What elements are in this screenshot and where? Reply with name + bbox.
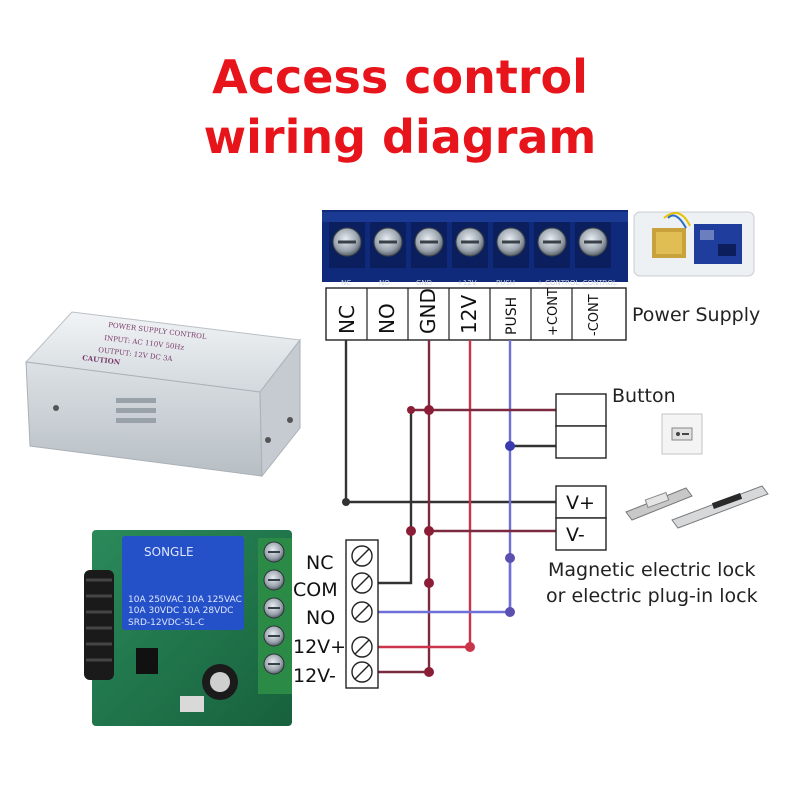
silk-12v: +12V [457, 279, 477, 287]
screw-terminal-icon [263, 653, 285, 675]
power-supply-case-icon: POWER SUPPLY CONTROL INPUT: AC 110V 50Hz… [24, 311, 301, 478]
relay-terminal-no: NO [306, 607, 335, 629]
wire-nc-to-vplus [344, 340, 556, 504]
lock-label-line-2: or electric plug-in lock [546, 585, 758, 607]
strip-label-gnd: GND [416, 288, 440, 334]
silk-gnd: GND [416, 279, 432, 287]
power-supply-label: Power Supply [632, 304, 761, 326]
junction-dot [424, 667, 434, 677]
junction-dot [465, 642, 475, 652]
screw-terminal-icon [263, 541, 285, 563]
lock-label-line-1: Magnetic electric lock [548, 559, 756, 581]
screw-terminal-icon [370, 222, 406, 268]
lock-terminal-vminus: V- [566, 524, 585, 546]
button-label: Button [612, 385, 676, 407]
junction-dot [342, 498, 350, 506]
screw-terminal-icon [351, 572, 373, 594]
relay-model: SRD-12VDC-SL-C [128, 618, 204, 628]
relay-module-icon: SONGLE 10A 250VAC 10A 125VAC 10A 30VDC 1… [84, 530, 292, 726]
junction-dot [406, 526, 416, 536]
access-control-board-icon [633, 211, 755, 277]
strip-label-plus-cont: +CONT [546, 288, 561, 336]
wire-push [358, 340, 512, 614]
strip-label-nc: NC [335, 305, 359, 334]
junctions [342, 405, 515, 677]
exit-button-icon [661, 413, 703, 455]
junction-dot [407, 406, 415, 414]
lock-terminal-vplus: V+ [566, 492, 595, 514]
junction-dot [505, 553, 515, 563]
strip-label-push: PUSH [504, 297, 520, 335]
silk-plus-control: + CONTROL [537, 279, 579, 287]
relay-rating-ac: 10A 250VAC 10A 125VAC [128, 595, 242, 605]
relay-terminal-12vplus: 12V+ [293, 636, 346, 658]
screw-terminal-icon [534, 222, 570, 268]
junction-dot [505, 607, 515, 617]
button-terminal-boxes [555, 393, 607, 459]
junction-dot [424, 526, 434, 536]
screw-terminal-icon [351, 661, 373, 683]
silk-nc: NC [341, 279, 351, 287]
strip-label-minus-cont: -CONT [587, 294, 602, 336]
power-supply-terminal-block: NC NO GND +12V PUSH + CONTROL - CONTROL [322, 210, 628, 287]
relay-brand: SONGLE [144, 545, 194, 559]
screw-terminal-icon [263, 597, 285, 619]
screw-terminal-icon [351, 545, 373, 567]
lock-terminal-boxes: V+ V- [555, 485, 607, 551]
screw-terminal-icon [263, 625, 285, 647]
relay-rating-dc: 10A 30VDC 10A 28VDC [128, 606, 233, 616]
strip-label-no: NO [375, 303, 399, 334]
screw-terminal-icon [575, 222, 611, 268]
screw-terminal-icon [263, 569, 285, 591]
magnetic-lock-icon [625, 485, 769, 529]
power-supply-label-strip: NC NO GND 12V PUSH +CONT -CONT [325, 287, 627, 341]
relay-terminal-com: COM [293, 579, 338, 601]
screw-terminal-icon [411, 222, 447, 268]
junction-dot [505, 441, 515, 451]
screw-terminal-icon [329, 222, 365, 268]
junction-dot [424, 405, 434, 415]
silk-minus-control: - CONTROL [578, 279, 617, 287]
screw-terminal-icon [493, 222, 529, 268]
screw-terminal-icon [452, 222, 488, 268]
title-line-2: wiring diagram [203, 110, 597, 164]
relay-terminal-nc: NC [306, 552, 333, 574]
junction-dot [424, 578, 434, 588]
silk-push: PUSH [496, 279, 515, 287]
screw-terminal-icon [351, 636, 373, 658]
relay-terminal-12vminus: 12V- [293, 665, 336, 687]
strip-label-12v: 12V [457, 295, 481, 334]
silk-no: NO [379, 279, 390, 287]
relay-terminal-column [345, 539, 379, 689]
title-line-1: Access control [212, 50, 588, 104]
screw-terminal-icon [351, 601, 373, 623]
